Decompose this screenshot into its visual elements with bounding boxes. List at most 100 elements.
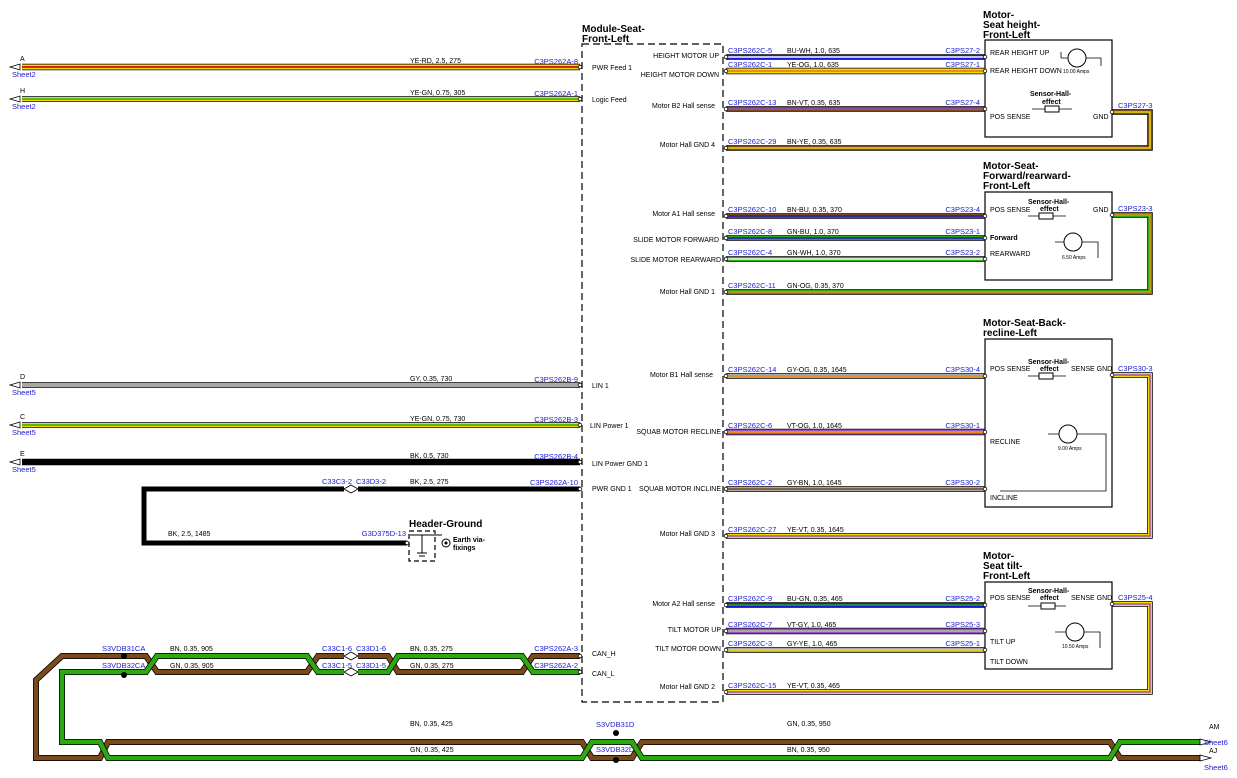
wire-spec: YE-VT, 0.35, 1645 <box>787 527 844 534</box>
connector-id: C3PS262B-4 <box>534 452 578 461</box>
tilt-motor-title-3: Front-Left <box>983 571 1031 582</box>
pin-label: POS SENSE <box>990 114 1031 121</box>
pin-label: INCLINE <box>990 495 1018 502</box>
connector-id: C3PS262C-9 <box>728 594 772 603</box>
pin-dot <box>723 373 729 379</box>
sensor-label: effect <box>1040 595 1059 602</box>
wire-spec: YE-GN, 0.75, 730 <box>410 416 465 423</box>
fwd-motor-title-2: Forward/rearward- <box>983 171 1071 182</box>
sheet-link: Sheet6 <box>1204 763 1228 772</box>
connector-id: C3PS23-3 <box>1118 204 1153 213</box>
pin-label: SENSE GND <box>1071 366 1112 373</box>
connector-id: C3PS262C-13 <box>728 98 776 107</box>
connector-id: C3PS262A-10 <box>530 478 578 487</box>
connector-id: C3PS262B-9 <box>534 375 578 384</box>
connector-id: C3PS262C-10 <box>728 205 776 214</box>
connector-id: C33C3-2 <box>322 477 352 486</box>
pin-dot <box>723 106 729 112</box>
arrow-connector-icon <box>1199 754 1213 762</box>
connector-id: C3PS262A-2 <box>534 661 578 670</box>
pin-label: LIN 1 <box>592 383 609 390</box>
header-ground: Header-Ground Earth via- fixings <box>408 519 486 562</box>
connector-letter: D <box>20 374 25 381</box>
connector-id: C33C1-5 <box>322 661 352 670</box>
pin-dot <box>723 486 729 492</box>
arrow-connector-icon <box>8 63 21 71</box>
pin-dot <box>1109 109 1115 115</box>
splice-id: S3VDB32D <box>596 745 635 754</box>
height-motor-title-3: Front-Left <box>983 30 1031 41</box>
seat-module-title-1: Module-Seat- <box>582 24 645 35</box>
pin-label: TILT UP <box>990 639 1016 646</box>
pin-label: REAR HEIGHT UP <box>990 50 1050 57</box>
connector-id: C3PS262C-27 <box>728 525 776 534</box>
pin-dot <box>982 54 988 60</box>
pin-dot <box>577 382 583 388</box>
pin-label: Forward <box>990 235 1018 242</box>
recline-motor: Motor-Seat-Back- recline-Left Sensor-Hal… <box>983 318 1113 508</box>
arrow-connector-icon <box>8 95 21 103</box>
connector-id: C3PS262C-29 <box>728 137 776 146</box>
tilt-motor-title-2: Seat tilt- <box>983 561 1022 572</box>
connector-id: C3PS23-2 <box>945 248 980 257</box>
arrow-connector-icon <box>8 381 21 389</box>
pin-label: Motor Hall GND 4 <box>660 142 715 149</box>
pin-label: PWR GND 1 <box>592 486 632 493</box>
connector-letter: AM <box>1209 724 1220 731</box>
height-motor: Motor- Seat height- Front-Left REAR HEIG… <box>983 10 1113 138</box>
amps-label: 6.50 Amps <box>1062 255 1086 261</box>
wire-spec: BK, 0.5, 730 <box>410 453 449 460</box>
pin-dot <box>723 628 729 634</box>
tilt-motor: Motor- Seat tilt- Front-Left Sensor-Hall… <box>983 551 1113 670</box>
pin-label: REAR HEIGHT DOWN <box>990 68 1062 75</box>
pin-label: CAN_H <box>592 651 616 658</box>
sensor-label: Sensor-Hall- <box>1028 588 1070 595</box>
pin-label: LIN Power GND 1 <box>592 461 648 468</box>
connector-id: C3PS262C-6 <box>728 421 772 430</box>
pin-dot <box>577 96 583 102</box>
connector-letter: A <box>20 56 25 63</box>
wire-spec: GN, 0.35, 425 <box>410 747 454 754</box>
wire-stripe <box>726 214 1151 293</box>
resistor-icon <box>1038 212 1054 220</box>
connector-id: C3PS262A-3 <box>534 644 578 653</box>
wire-spec: BU-WH, 1.0, 635 <box>787 48 840 55</box>
wire-spec: GN-OG, 0.35, 370 <box>787 283 844 290</box>
splice-dot <box>613 730 619 736</box>
wire-spec: VT-GY, 1.0, 465 <box>787 622 836 629</box>
connector-id: C3PS262C-3 <box>728 639 772 648</box>
sheet-link: Sheet5 <box>12 388 36 397</box>
wire-spec: GN-WH, 1.0, 370 <box>787 250 841 257</box>
connector-id: C3PS25-1 <box>945 639 980 648</box>
wire-spec: BN-YE, 0.35, 635 <box>787 139 842 146</box>
pin-dot <box>723 647 729 653</box>
pin-dot <box>982 256 988 262</box>
connector-id: C3PS27-2 <box>945 46 980 55</box>
can-wire <box>59 653 1200 761</box>
amps-label: 10.50 Amps <box>1062 644 1089 650</box>
pin-label: SQUAB MOTOR RECLINE <box>636 429 721 436</box>
pin-dot <box>723 145 729 151</box>
sensor-label: Sensor-Hall- <box>1030 91 1072 98</box>
pin-dot <box>577 422 583 428</box>
connector-id: C3PS25-2 <box>945 594 980 603</box>
wire-stripe <box>726 111 1151 149</box>
wire-spec: GN, 0.35, 275 <box>410 663 454 670</box>
splice-id: S3VDB31CA <box>102 644 145 653</box>
resistor-icon <box>1040 602 1056 610</box>
pin-label: Motor B1 Hall sense <box>650 372 713 379</box>
pin-dot <box>1109 372 1115 378</box>
fwd-motor-title-1: Motor-Seat- <box>983 161 1039 172</box>
pin-label: HEIGHT MOTOR UP <box>653 53 719 60</box>
earth-label: Earth via- <box>453 537 486 544</box>
connector-id: C3PS30-2 <box>945 478 980 487</box>
pin-dot <box>723 429 729 435</box>
connector-id: C33D1-5 <box>356 661 386 670</box>
wire-spec: BN-VT, 0.35, 635 <box>787 100 840 107</box>
pin-label: SLIDE MOTOR FORWARD <box>633 237 719 244</box>
pin-label: Motor Hall GND 2 <box>660 684 715 691</box>
wire <box>726 373 1152 538</box>
wire-spec: YE-OG, 1.0, 635 <box>787 62 839 69</box>
